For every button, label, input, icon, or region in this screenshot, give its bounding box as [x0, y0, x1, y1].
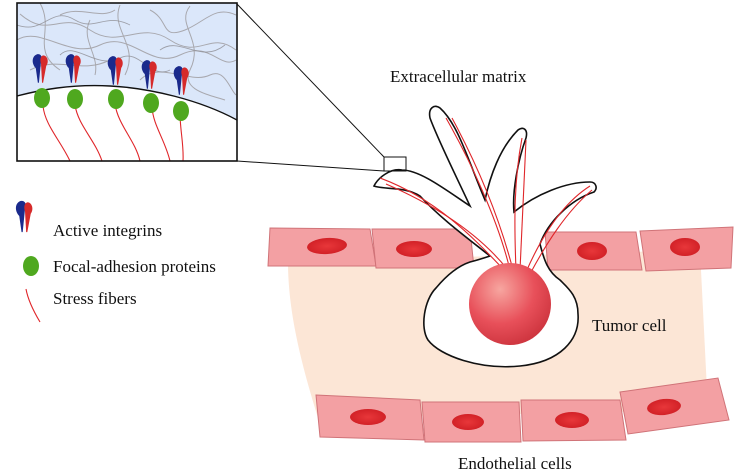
nucleus: [555, 412, 589, 428]
zoom-connectors: [237, 4, 384, 171]
legend-item-focal-adhesion: Focal-adhesion proteins: [23, 256, 216, 276]
endothelial-cell: [372, 229, 474, 268]
integrin-icon: [16, 201, 32, 232]
nucleus: [396, 241, 432, 257]
stress-fiber-icon: [26, 289, 40, 322]
legend-item-integrins: Active integrins: [16, 201, 162, 240]
legend-label-stress-fibers: Stress fibers: [53, 289, 137, 308]
endothelial-cell: [640, 227, 733, 271]
legend-label-focal-adhesion: Focal-adhesion proteins: [53, 257, 216, 276]
nucleus: [452, 414, 484, 430]
label-endothelial-cells: Endothelial cells: [458, 454, 572, 473]
legend-item-stress-fibers: Stress fibers: [26, 289, 137, 322]
endothelial-cell: [545, 232, 642, 270]
nucleus: [670, 238, 700, 256]
legend: Active integrins Focal-adhesion proteins…: [16, 201, 216, 322]
endothelial-cell: [316, 395, 424, 440]
label-tumor-cell: Tumor cell: [592, 316, 667, 335]
endothelial-cell: [268, 228, 376, 266]
tumor-cell-body: [469, 263, 551, 345]
endothelial-cell: [422, 402, 521, 442]
nucleus: [577, 242, 607, 260]
zoom-marker: [384, 157, 406, 171]
nucleus: [350, 409, 386, 425]
legend-label-integrins: Active integrins: [53, 221, 162, 240]
focal-adhesion-icon: [23, 256, 39, 276]
label-extracellular-matrix: Extracellular matrix: [390, 67, 527, 86]
endothelial-cell: [521, 400, 626, 441]
inset-panel: [17, 3, 237, 161]
